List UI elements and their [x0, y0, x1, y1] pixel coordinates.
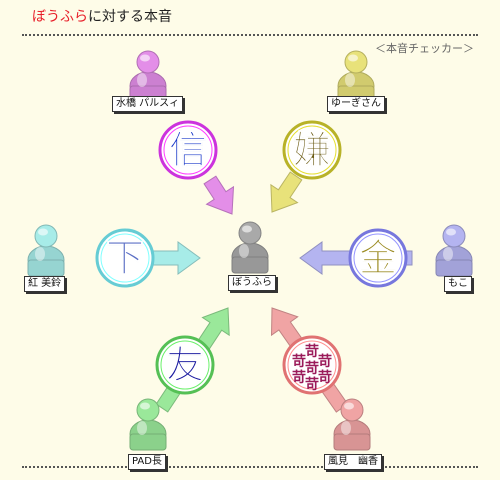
kurenai-name-label: 紅 美鈴: [24, 276, 66, 292]
moko-name-label: もこ: [444, 276, 472, 292]
moko-glyph: 金: [358, 236, 398, 280]
yuka-glyph: 苛: [318, 353, 332, 370]
moko-badge: 金: [348, 228, 408, 288]
yugi-badge: 嫌: [282, 120, 342, 180]
center-name-label: ぼうふら: [228, 275, 276, 291]
parsee-badge: 信: [158, 120, 218, 180]
top-divider: [22, 34, 478, 36]
yuka-glyph: 苛: [305, 343, 319, 360]
page-title: ぼうふらに対する本音: [32, 6, 172, 26]
yugi-glyph: 嫌: [293, 128, 331, 172]
kurenai-avatar: [27, 224, 65, 277]
yuka-avatar: [333, 398, 371, 451]
yuka-glyph: 苛: [318, 369, 332, 386]
yuka-name-label: 風見 幽香: [324, 454, 382, 470]
yugi-name-label: ゆーぎさん: [327, 96, 385, 112]
yugi-arrow: [270, 171, 303, 213]
parsee-glyph: 信: [169, 128, 207, 172]
yuka-glyph: 苛: [305, 360, 319, 377]
bottom-divider: [22, 466, 478, 468]
center-avatar: [231, 221, 269, 274]
pad-avatar: [129, 398, 167, 451]
kurenai-badge: 下: [95, 228, 155, 288]
yuka-glyph: 苛: [305, 376, 319, 393]
yugi-avatar: [337, 50, 375, 103]
parsee-avatar: [129, 50, 167, 103]
parsee-name-label: 水橋 パルスィ: [112, 96, 184, 112]
yuka-glyph: 苛: [292, 353, 306, 370]
pad-badge: 友: [155, 335, 215, 395]
title-rest: に対する本音: [88, 9, 172, 25]
pad-glyph: 友: [166, 343, 204, 387]
subtitle: ＜本音チェッカー＞: [375, 42, 474, 55]
moko-avatar: [435, 224, 473, 277]
yuka-glyph: 苛: [292, 369, 306, 386]
parsee-arrow: [203, 175, 235, 215]
title-highlight: ぼうふら: [32, 9, 88, 25]
pad-name-label: PAD長: [128, 454, 166, 470]
yuka-badge: 苛苛苛苛苛苛苛: [282, 335, 342, 395]
kurenai-glyph: 下: [106, 236, 144, 280]
